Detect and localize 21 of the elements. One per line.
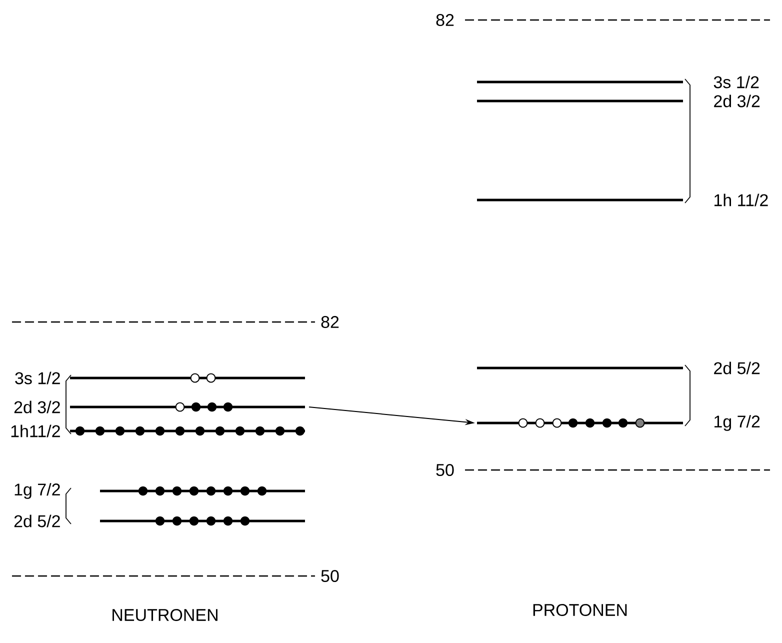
level-label: 3s 1/2 bbox=[714, 76, 759, 88]
energy-level-line bbox=[477, 100, 683, 102]
level-label: 1h11/2 bbox=[11, 424, 60, 438]
level-label: 1h 11/2 bbox=[714, 194, 768, 206]
energy-level-line bbox=[477, 80, 683, 84]
shell-number: 50 bbox=[436, 464, 454, 476]
level-label: 2d 5/2 bbox=[714, 362, 760, 374]
energy-level-line bbox=[477, 198, 683, 202]
shell-number: 50 bbox=[321, 570, 339, 582]
level-label: 2d 5/2 bbox=[14, 514, 60, 528]
level-label: 3s 1/2 bbox=[15, 372, 60, 384]
column-heading: PROTONEN bbox=[533, 604, 627, 616]
energy-level-line bbox=[477, 366, 683, 370]
shell-number: 82 bbox=[436, 14, 454, 26]
column-heading: NEUTRONEN bbox=[112, 609, 218, 622]
energy-level-line bbox=[70, 376, 305, 380]
level-label: 2d 3/2 bbox=[14, 400, 60, 414]
level-label: 1g 7/2 bbox=[714, 415, 760, 431]
level-label: 1g 7/2 bbox=[14, 483, 60, 499]
level-label: 2d 3/2 bbox=[714, 94, 760, 108]
shell-number: 82 bbox=[321, 316, 339, 328]
